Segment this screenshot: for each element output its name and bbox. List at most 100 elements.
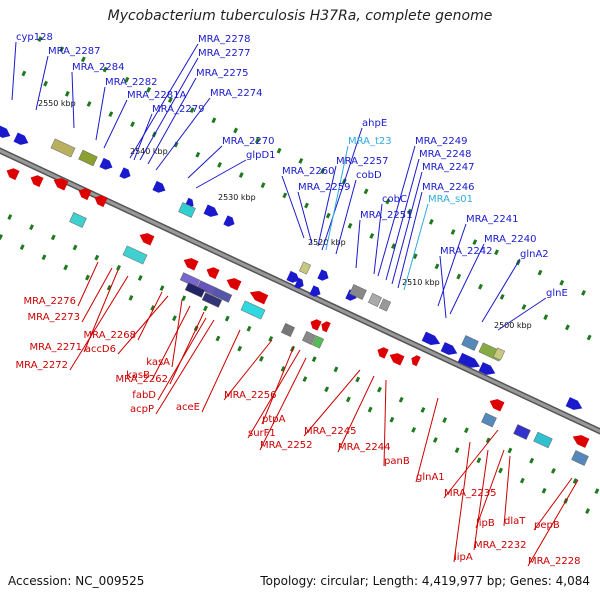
leader-line <box>503 455 511 527</box>
tick-mark <box>124 76 130 83</box>
tick-mark <box>304 202 309 209</box>
leader-line <box>151 305 191 381</box>
forward-gene-label: MRA_2275 <box>196 68 248 79</box>
forward-gene-label: MRA_2279 <box>152 104 204 115</box>
feature-box <box>513 424 531 440</box>
leader-line <box>439 255 447 319</box>
leader-line <box>497 297 547 331</box>
feature-box <box>461 335 479 351</box>
feature-box <box>571 450 589 466</box>
tick-mark <box>276 147 282 154</box>
leader-line <box>437 223 467 307</box>
reverse-gene-arrow <box>389 353 405 366</box>
forward-gene-arrow <box>309 285 321 297</box>
feature-box <box>533 431 553 449</box>
feature-box <box>298 261 312 275</box>
feature-box <box>492 347 506 361</box>
tick-mark <box>407 208 412 215</box>
leader-line <box>325 145 349 251</box>
leader-line <box>303 369 361 437</box>
tick-mark <box>529 457 535 464</box>
label-leader-lines <box>11 41 579 567</box>
forward-gene-label: glpD1 <box>246 150 276 161</box>
leader-line <box>373 203 383 275</box>
tick-mark <box>586 334 592 341</box>
tick-mark <box>260 182 266 189</box>
tick-mark <box>521 304 527 310</box>
tick-mark <box>581 289 586 296</box>
leader-line <box>259 357 307 451</box>
tick-mark <box>21 70 27 77</box>
leader-line <box>11 41 17 101</box>
tick-mark <box>130 121 135 128</box>
tick-mark <box>345 396 351 403</box>
tick-mark <box>363 188 369 195</box>
tick-mark <box>108 111 114 118</box>
tick-mark <box>116 264 121 271</box>
forward-gene-arrow <box>203 204 219 217</box>
leader-line <box>281 175 305 239</box>
tick-mark <box>211 117 217 124</box>
tick-mark <box>246 325 252 332</box>
leader-line <box>117 295 169 355</box>
leader-line <box>129 43 199 159</box>
leader-line <box>71 71 75 129</box>
forward-gene-label: MRA_2274 <box>210 88 262 99</box>
reverse-gene-label: MRA_2232 <box>474 540 526 551</box>
tick-mark <box>298 158 304 164</box>
reverse-gene-label: lipB <box>476 518 495 529</box>
reverse-gene-label: MRA_2271 <box>30 342 82 353</box>
forward-gene-arrow <box>317 269 329 281</box>
tick-mark <box>41 254 47 261</box>
forward-gene-label: MRA_2284 <box>72 62 124 73</box>
forward-gene-label: MRA_2278 <box>198 34 250 45</box>
leader-line <box>403 203 429 291</box>
tick-mark <box>63 264 69 271</box>
tick-mark <box>80 56 86 63</box>
feature-box <box>178 202 196 218</box>
tick-mark <box>254 137 260 144</box>
tick-mark <box>324 386 330 393</box>
forward-gene-label: MRA_2241 <box>466 214 518 225</box>
tick-mark <box>19 244 25 251</box>
feature-box <box>78 149 98 167</box>
reverse-gene-arrow <box>139 233 155 246</box>
tick-mark <box>102 66 108 73</box>
tick-mark <box>499 293 505 300</box>
tick-mark <box>195 151 201 158</box>
tick-mark <box>367 406 373 413</box>
forward-gene-arrow <box>440 342 458 355</box>
forward-gene-label: MRA_2260 <box>282 166 334 177</box>
tick-mark <box>172 315 177 322</box>
tick-mark <box>325 212 331 219</box>
feature-box <box>311 335 325 349</box>
tick-mark <box>478 283 483 290</box>
map-title: Mycobacterium tuberculosis H37Ra, comple… <box>107 8 493 24</box>
feature-box <box>368 293 382 307</box>
tick-mark <box>519 477 525 484</box>
reverse-gene-arrow <box>310 319 322 331</box>
forward-gene-label: MRA_2240 <box>484 234 536 245</box>
tick-mark <box>106 284 112 291</box>
tick-mark <box>454 447 460 454</box>
tick-mark <box>432 437 438 443</box>
reverse-gene-label: kasB <box>126 370 150 381</box>
tick-mark <box>43 80 49 87</box>
forward-gene-label: MRA_2282 <box>105 77 157 88</box>
feature-box <box>302 331 316 345</box>
leader-line <box>201 329 241 413</box>
leader-line <box>155 319 215 415</box>
reverse-gene-label: MRA_2256 <box>224 390 276 401</box>
tick-mark <box>146 86 152 93</box>
operon-box <box>201 292 223 308</box>
reverse-gene-arrow <box>6 168 20 181</box>
feature-box <box>281 323 295 337</box>
reverse-gene-label: kasA <box>146 357 170 368</box>
forward-gene-arrow <box>457 352 480 368</box>
reverse-gene-arrow <box>226 278 242 291</box>
tick-mark <box>86 101 92 107</box>
leader-line <box>385 158 420 281</box>
leader-line <box>397 191 423 289</box>
forward-gene-label: MRA_2247 <box>422 162 474 173</box>
forward-gene-arrow <box>565 397 583 410</box>
